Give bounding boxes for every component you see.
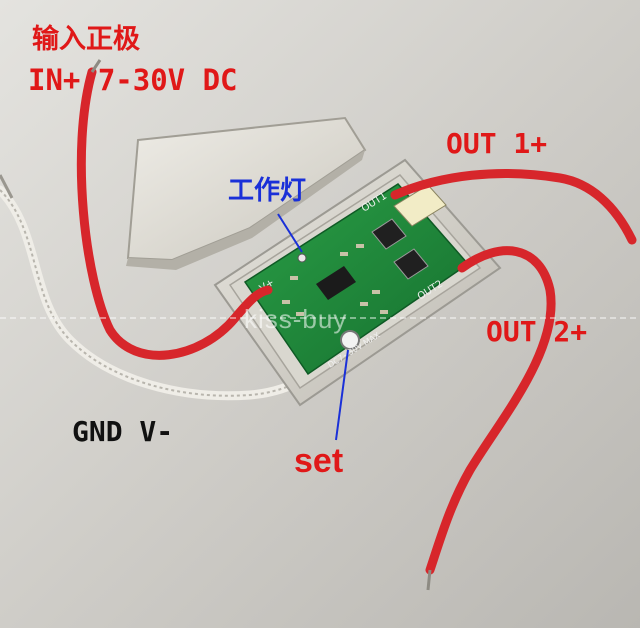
input-positive-label-cn: 输入正极 <box>32 24 140 55</box>
work-light-label: 工作灯 <box>228 176 307 206</box>
pcb-mosfet-1 <box>371 218 407 250</box>
out2-wire-tip <box>426 569 432 591</box>
out2-label: OUT 2+ <box>486 315 588 348</box>
watermark: kiss-buy <box>244 304 348 334</box>
set-button[interactable] <box>340 330 360 350</box>
pcb-ic-chip <box>316 266 356 300</box>
work-light-pointer <box>277 213 303 253</box>
input-voltage-label: IN+ 7-30V DC <box>28 63 238 97</box>
pcb-smd-parts <box>282 244 388 316</box>
set-pointer <box>335 349 349 441</box>
set-label: set <box>294 442 344 480</box>
out1-wire-red <box>390 168 637 245</box>
input-wire-red <box>76 67 273 360</box>
gnd-wire-tail <box>0 174 14 199</box>
pcb-mosfet-2 <box>393 248 429 280</box>
input-wire-tip <box>90 59 102 73</box>
status-led <box>297 253 307 263</box>
pcb-terminal-strip <box>393 184 447 227</box>
out1-label: OUT 1+ <box>446 127 548 160</box>
gnd-wire-white <box>0 185 327 401</box>
gnd-label: GND V- <box>72 415 174 448</box>
out2-wire-red <box>425 246 556 575</box>
